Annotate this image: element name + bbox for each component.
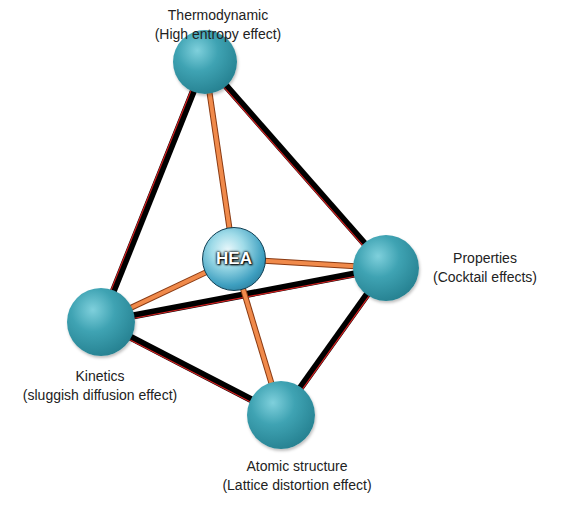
orange-link bbox=[209, 92, 229, 230]
concept-heading: Properties bbox=[433, 249, 537, 268]
center-sphere: HEA bbox=[202, 227, 266, 291]
concept-heading: Thermodynamic bbox=[155, 6, 282, 25]
effect-name: (sluggish diffusion effect) bbox=[23, 386, 177, 405]
concept-sphere: Kinetics(sluggish diffusion effect) bbox=[67, 288, 135, 356]
concept-sphere: Atomic structure(Lattice distortion effe… bbox=[247, 381, 315, 449]
center-label: HEA bbox=[216, 249, 252, 269]
concept-sphere: Properties(Cocktail effects) bbox=[353, 235, 419, 301]
sphere-caption: Thermodynamic(High entropy effect) bbox=[155, 6, 282, 44]
tetrahedron-edge bbox=[300, 293, 370, 390]
sphere-caption: Kinetics(sluggish diffusion effect) bbox=[23, 367, 177, 405]
effect-name: (Cocktail effects) bbox=[433, 268, 537, 287]
orange-link bbox=[130, 272, 207, 308]
sphere-caption: Atomic structure(Lattice distortion effe… bbox=[222, 457, 371, 495]
sphere-caption: Properties(Cocktail effects) bbox=[433, 249, 537, 287]
effect-name: (High entropy effect) bbox=[155, 25, 282, 44]
tetrahedron-edge bbox=[223, 85, 366, 247]
concept-heading: Atomic structure bbox=[222, 457, 371, 476]
orange-link bbox=[264, 261, 355, 266]
tetrahedron-edge bbox=[111, 89, 194, 292]
orange-link bbox=[243, 288, 272, 385]
concept-heading: Kinetics bbox=[23, 367, 177, 386]
concept-sphere: Thermodynamic(High entropy effect) bbox=[173, 30, 237, 94]
effect-name: (Lattice distortion effect) bbox=[222, 476, 371, 495]
